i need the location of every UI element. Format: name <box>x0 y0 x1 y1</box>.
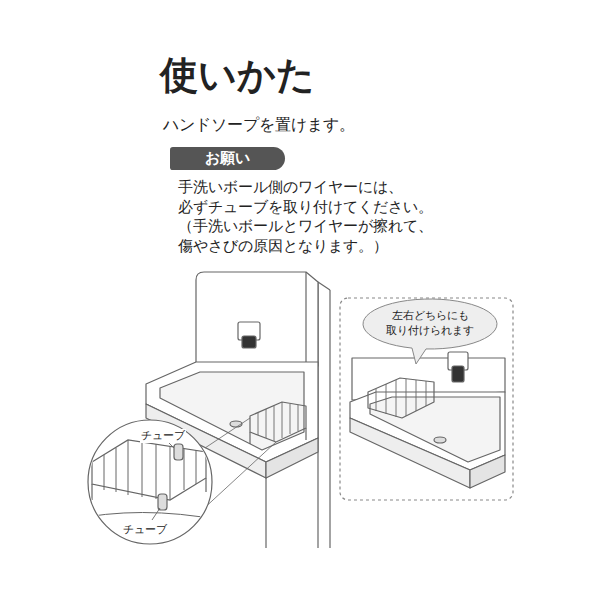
part-label: チューブ <box>140 429 186 443</box>
inset-right <box>340 298 513 500</box>
badge-text: お願い <box>188 148 267 169</box>
magnifier <box>70 418 276 544</box>
lead-text: ハンドソープを置けます。 <box>163 115 355 136</box>
note-text: 手洗いボール側のワイヤーには、 必ずチューブを取り付けてください。 <box>178 178 498 217</box>
part-label: チューブ <box>122 523 168 537</box>
bubble-text: 左右どちらにも 取り付けられます <box>380 309 480 339</box>
note-text: （手洗いボールとワイヤーが擦れて、 傷やさびの原因となります。） <box>178 217 498 256</box>
bubble-shape <box>363 299 497 364</box>
notice-badge: お願い <box>170 147 285 170</box>
speech-bubble: 左右どちらにも 取り付けられます <box>362 298 498 350</box>
page-title: 使いかた <box>160 50 315 101</box>
